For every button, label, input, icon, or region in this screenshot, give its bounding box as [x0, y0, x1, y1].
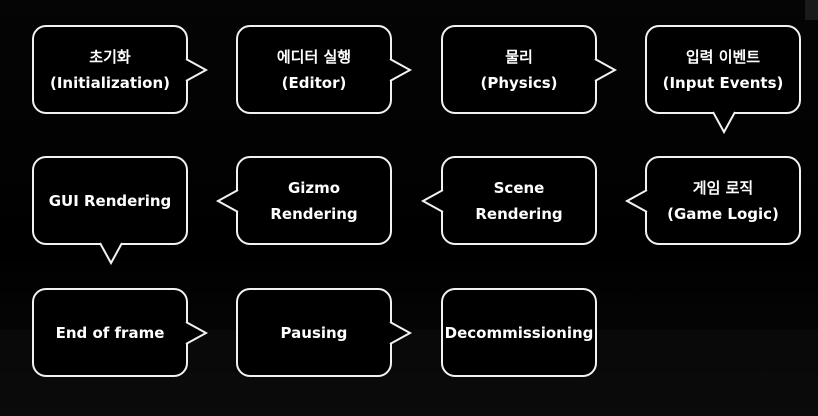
- node-gui-rendering: GUI Rendering: [32, 156, 188, 245]
- node-gui-rendering-title: GUI Rendering: [48, 191, 172, 210]
- node-initialization-subtitle: (Initialization): [50, 73, 170, 92]
- node-scene-rendering-title: Scene: [493, 178, 545, 197]
- node-end-of-frame-title: End of frame: [55, 323, 165, 342]
- node-pausing-title: Pausing: [280, 323, 348, 342]
- pointer-right-icon: [185, 321, 209, 345]
- pointer-left-icon: [215, 189, 239, 213]
- node-editor-title: 에디터 실행: [276, 47, 352, 66]
- node-editor: 에디터 실행 (Editor): [236, 25, 392, 114]
- node-physics: 물리 (Physics): [441, 25, 597, 114]
- pointer-down-icon: [99, 242, 123, 266]
- pointer-down-icon: [712, 111, 736, 135]
- node-game-logic-title: 게임 로직: [692, 178, 754, 197]
- node-initialization-title: 초기화: [89, 47, 131, 66]
- node-input-events-subtitle: (Input Events): [662, 73, 784, 92]
- node-physics-subtitle: (Physics): [480, 73, 558, 92]
- node-decommissioning: Decommissioning: [441, 288, 597, 377]
- pointer-left-icon: [420, 189, 444, 213]
- node-physics-title: 물리: [505, 47, 533, 66]
- node-pausing: Pausing: [236, 288, 392, 377]
- node-initialization: 초기화 (Initialization): [32, 25, 188, 114]
- pointer-left-icon: [624, 189, 648, 213]
- node-game-logic-subtitle: (Game Logic): [667, 204, 779, 223]
- node-gizmo-rendering-subtitle: Rendering: [270, 204, 358, 223]
- node-scene-rendering-subtitle: Rendering: [475, 204, 563, 223]
- node-input-events: 입력 이벤트 (Input Events): [645, 25, 801, 114]
- pointer-right-icon: [389, 58, 413, 82]
- pointer-right-icon: [594, 58, 618, 82]
- node-scene-rendering: Scene Rendering: [441, 156, 597, 245]
- node-game-logic: 게임 로직 (Game Logic): [645, 156, 801, 245]
- node-gizmo-rendering-title: Gizmo: [287, 178, 341, 197]
- node-decommissioning-title: Decommissioning: [444, 323, 594, 342]
- pointer-right-icon: [389, 321, 413, 345]
- node-editor-subtitle: (Editor): [281, 73, 347, 92]
- node-input-events-title: 입력 이벤트: [685, 47, 761, 66]
- node-end-of-frame: End of frame: [32, 288, 188, 377]
- pointer-right-icon: [185, 58, 209, 82]
- node-gizmo-rendering: Gizmo Rendering: [236, 156, 392, 245]
